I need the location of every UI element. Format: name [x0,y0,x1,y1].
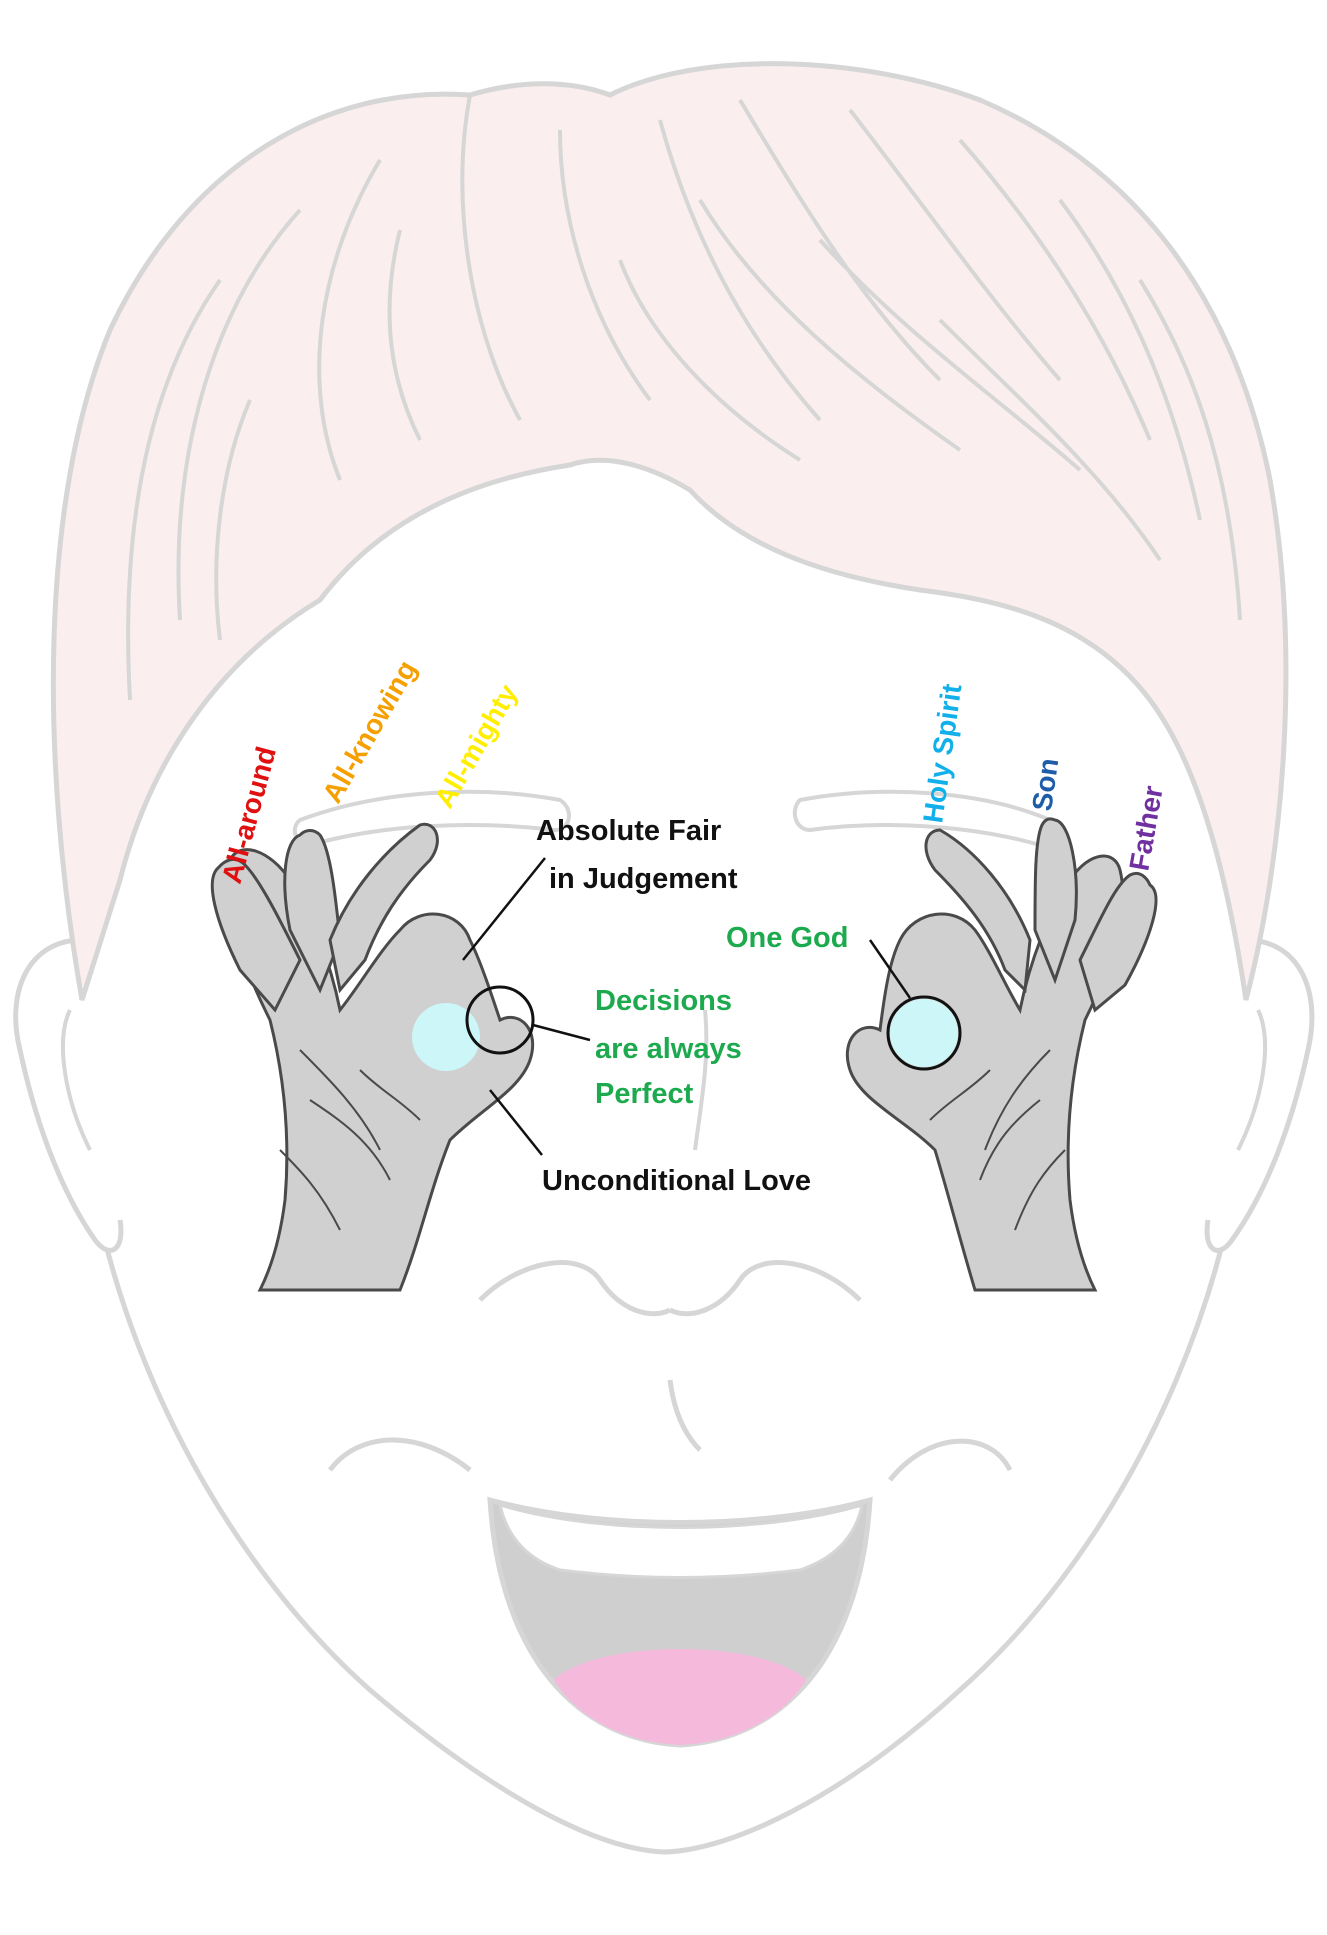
right-eye-circle [890,999,958,1067]
finger-label-father: Father [1123,783,1168,873]
fair-pointer-line [463,858,545,960]
finger-label-son: Son [1026,756,1064,813]
left-eye-circle [412,1003,480,1071]
unconditional-love-label: Unconditional Love [542,1165,811,1197]
decisions-label-line1: Decisions [595,985,732,1017]
fair-label-line2: in Judgement [549,863,738,895]
finger-label-all-knowing: All-knowing [316,655,422,808]
decisions-label-line2: are always [595,1033,742,1065]
fair-label-line1: Absolute Fair [536,815,721,847]
one-god-label: One God [726,922,848,954]
decisions-label-line3: Perfect [595,1078,694,1110]
